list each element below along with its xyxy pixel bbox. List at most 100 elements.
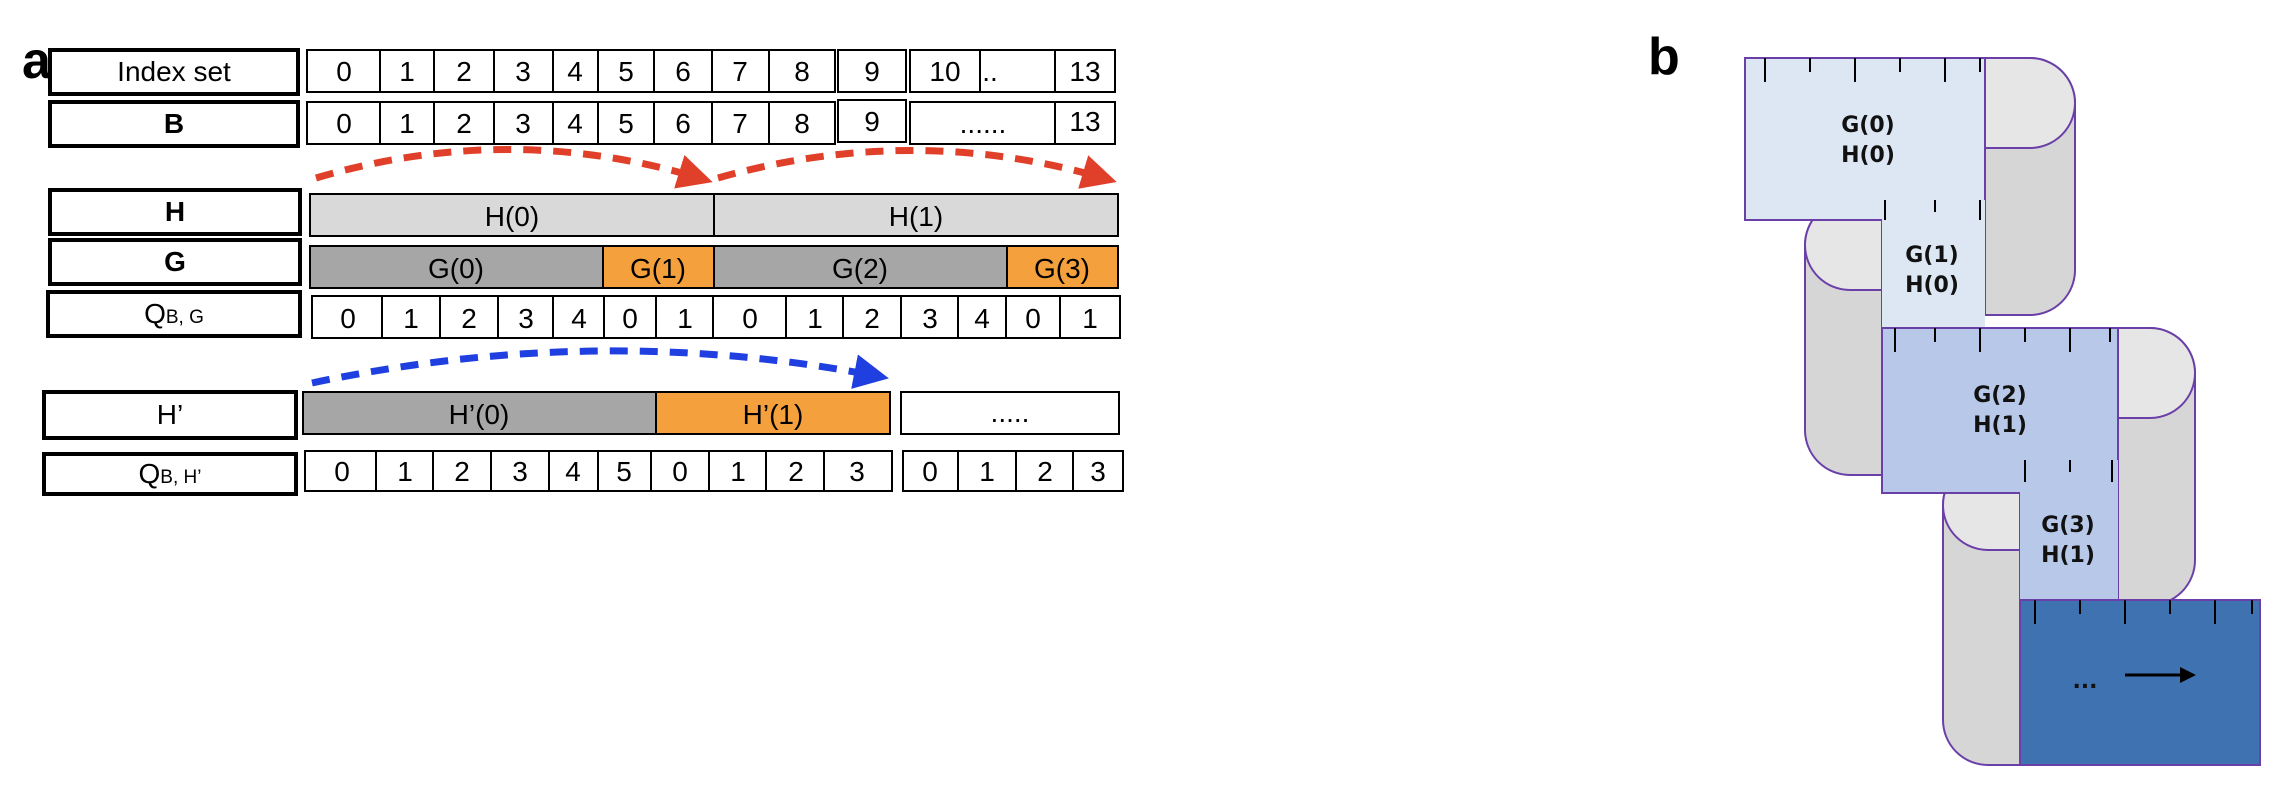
- row-q-b-h-prime: QB, H’ 0 1 2 3 4 5 0 1 2 3 0 1 2 3: [42, 450, 1124, 496]
- cell: 2: [788, 456, 804, 487]
- cell: 5: [616, 456, 632, 487]
- right-arrow-icon: [2180, 667, 2196, 683]
- panel-letter-b: b: [1648, 28, 1680, 86]
- cell: 2: [864, 303, 880, 334]
- panel-letter-a: a: [22, 32, 52, 90]
- cell: 8: [794, 56, 810, 87]
- row-b: B 0 1 2 3 4 5 6 7 8 9 ...... 13: [48, 99, 1116, 148]
- red-dashed-arrow-1: [315, 146, 713, 189]
- cell: 0: [340, 303, 356, 334]
- b-box-3: G(3) H(1): [2020, 460, 2118, 610]
- cell: 0: [336, 108, 352, 139]
- index-cells-group-a: [306, 49, 836, 93]
- label-main: Q: [139, 458, 161, 489]
- h-block-1: [713, 193, 1119, 237]
- cell: 1: [397, 456, 413, 487]
- g-block-label: G(2): [832, 253, 888, 284]
- g-block-2: [713, 245, 1008, 289]
- b-box-line1: ...: [2072, 669, 2097, 694]
- b-box-line1: G(3): [2041, 513, 2094, 538]
- index-cell-9: [837, 49, 907, 93]
- h-prime-block-label: H’(0): [449, 399, 510, 430]
- g-block-label: G(1): [630, 253, 686, 284]
- cell: 1: [730, 456, 746, 487]
- b-box-line1: G(0): [1841, 113, 1894, 138]
- row-label-h: H: [165, 196, 185, 227]
- cell: ..: [982, 56, 998, 87]
- h-prime-block-more: [900, 391, 1120, 435]
- b-box-4: ...: [2019, 599, 2261, 766]
- cell: 3: [515, 56, 531, 87]
- row-label-box: [46, 290, 302, 338]
- b-box-line1: G(2): [1973, 383, 2026, 408]
- cell: 1: [1082, 303, 1098, 334]
- cell: 3: [518, 303, 534, 334]
- cell: 3: [849, 456, 865, 487]
- row-label-box: [48, 188, 302, 236]
- row-q-b-g: QB, G 0 1 2 3 4 0 1 0 1 2 3 4 0 1: [46, 290, 1121, 339]
- cell: 3: [922, 303, 938, 334]
- cell: ......: [960, 108, 1007, 139]
- cell: 7: [732, 56, 748, 87]
- row-g: G G(0) G(1) G(2) G(3): [48, 238, 1119, 289]
- cell: 0: [672, 456, 688, 487]
- cell: 1: [399, 56, 415, 87]
- cell: 4: [567, 56, 583, 87]
- b-box-1: G(1) H(0): [1882, 200, 1985, 330]
- cell: 6: [675, 56, 691, 87]
- q-b-h-prime-cells-b: [902, 450, 1124, 492]
- row-label-index-set: Index set: [117, 56, 231, 87]
- cell: 2: [1037, 456, 1053, 487]
- row-label-q-b-g: QB, G: [144, 298, 204, 329]
- h-block-label: H(1): [889, 201, 943, 232]
- cell: 4: [565, 456, 581, 487]
- q-b-g-cells: [311, 295, 1121, 339]
- cell: 3: [1090, 456, 1106, 487]
- row-index-set: Index set 0 1 2 3 4 5 6 7 8 9 10 .. 13: [48, 48, 1116, 96]
- cell: 0: [742, 303, 758, 334]
- g-block-label: G(0): [428, 253, 484, 284]
- cell: 2: [456, 56, 472, 87]
- row-label-g: G: [164, 246, 186, 277]
- red-dashed-arrow-2: [717, 147, 1117, 189]
- h-prime-block-1: [655, 391, 891, 435]
- cell: 1: [677, 303, 693, 334]
- cell: 5: [618, 56, 634, 87]
- row-label-box: [48, 238, 302, 286]
- b-box-line2: H(1): [1973, 413, 2027, 438]
- cell: 0: [622, 303, 638, 334]
- cell: 13: [1069, 56, 1100, 87]
- cell: 2: [456, 108, 472, 139]
- row-h: H H(0) H(1): [48, 188, 1119, 237]
- cell: 7: [732, 108, 748, 139]
- cell: 1: [399, 108, 415, 139]
- b-box-line2: H(1): [2041, 543, 2095, 568]
- index-cells-group-b: [909, 49, 1116, 93]
- label-subscript: B, G: [166, 307, 204, 328]
- cell: 9: [864, 56, 880, 87]
- cell: 10: [929, 56, 960, 87]
- b-box-line1: G(1): [1905, 243, 1958, 268]
- b-box-line2: H(0): [1841, 143, 1895, 168]
- cell: 3: [512, 456, 528, 487]
- cell: 4: [567, 108, 583, 139]
- h-prime-block-label: .....: [991, 397, 1030, 428]
- h-prime-block-label: H’(1): [743, 399, 804, 430]
- cell: 1: [807, 303, 823, 334]
- b-box-0: G(0) H(0): [1744, 57, 1986, 221]
- blue-dashed-arrow: [311, 347, 889, 389]
- cell: 0: [922, 456, 938, 487]
- row-label-b: B: [164, 108, 184, 139]
- b-cell-9: [837, 99, 907, 143]
- h-block-0: [309, 193, 715, 237]
- label-main: Q: [144, 298, 166, 329]
- cell: 0: [336, 56, 352, 87]
- b-cells-group-b: [909, 101, 1116, 145]
- h-block-label: H(0): [485, 201, 539, 232]
- g-block-label: G(3): [1034, 253, 1090, 284]
- cell: 13: [1069, 106, 1100, 137]
- cell: 8: [794, 108, 810, 139]
- cell: 9: [864, 106, 880, 137]
- row-h-prime: H’ H’(0) H’(1) .....: [42, 390, 1120, 440]
